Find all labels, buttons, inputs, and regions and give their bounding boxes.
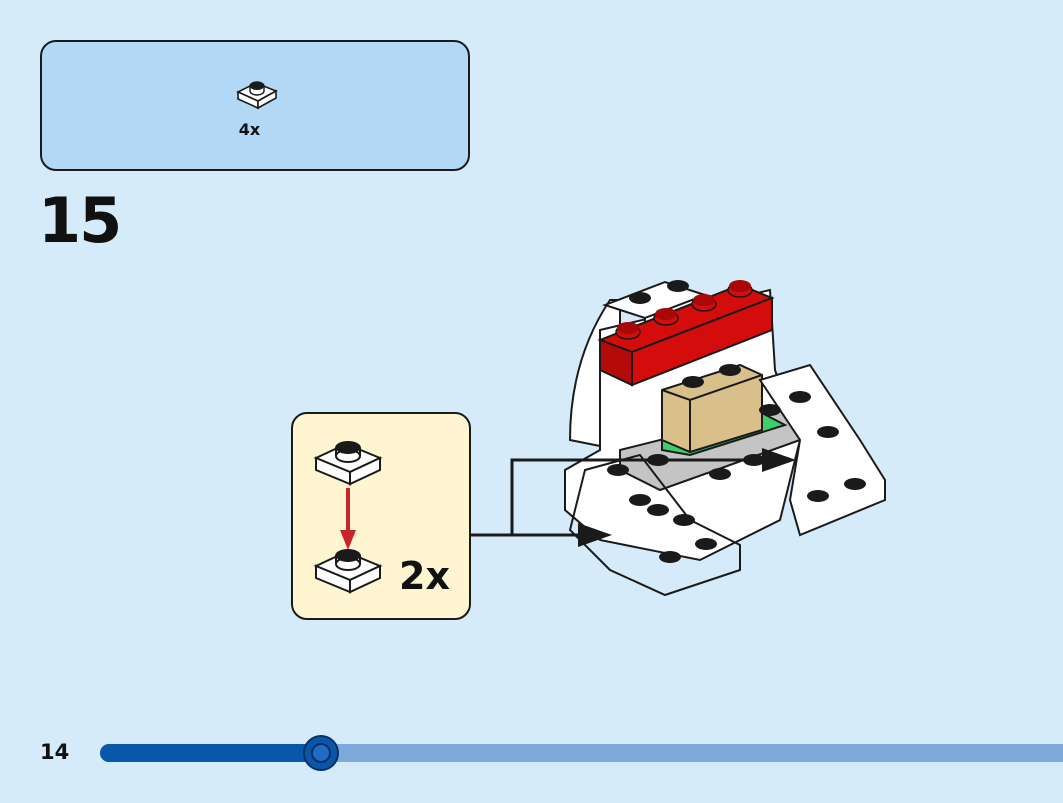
progress-knob[interactable] [303,735,339,771]
sub-assembly-multiplier: 2x [399,554,450,598]
progress-fill [100,744,321,762]
step-number: 15 [38,184,122,257]
assembly-arrow-head [340,530,356,550]
progress-track [100,744,1063,762]
callout-illustration [313,441,383,594]
page-number: 14 [40,740,70,764]
pointer-arrow-head-lower [578,523,612,547]
sub-assembly-callout: 2x [291,412,471,620]
right-step-plates [758,363,886,537]
plate-1x1-round-stud-icon [236,81,278,110]
pointer-line [471,458,768,537]
parts-list-box: 4x [40,40,470,171]
plate-bottom-icon [313,549,383,594]
parts-quantity-label: 4x [238,120,261,139]
pointer-arrow-head-upper [762,448,796,472]
white-studs [607,391,866,563]
plate-top-icon [313,441,383,486]
